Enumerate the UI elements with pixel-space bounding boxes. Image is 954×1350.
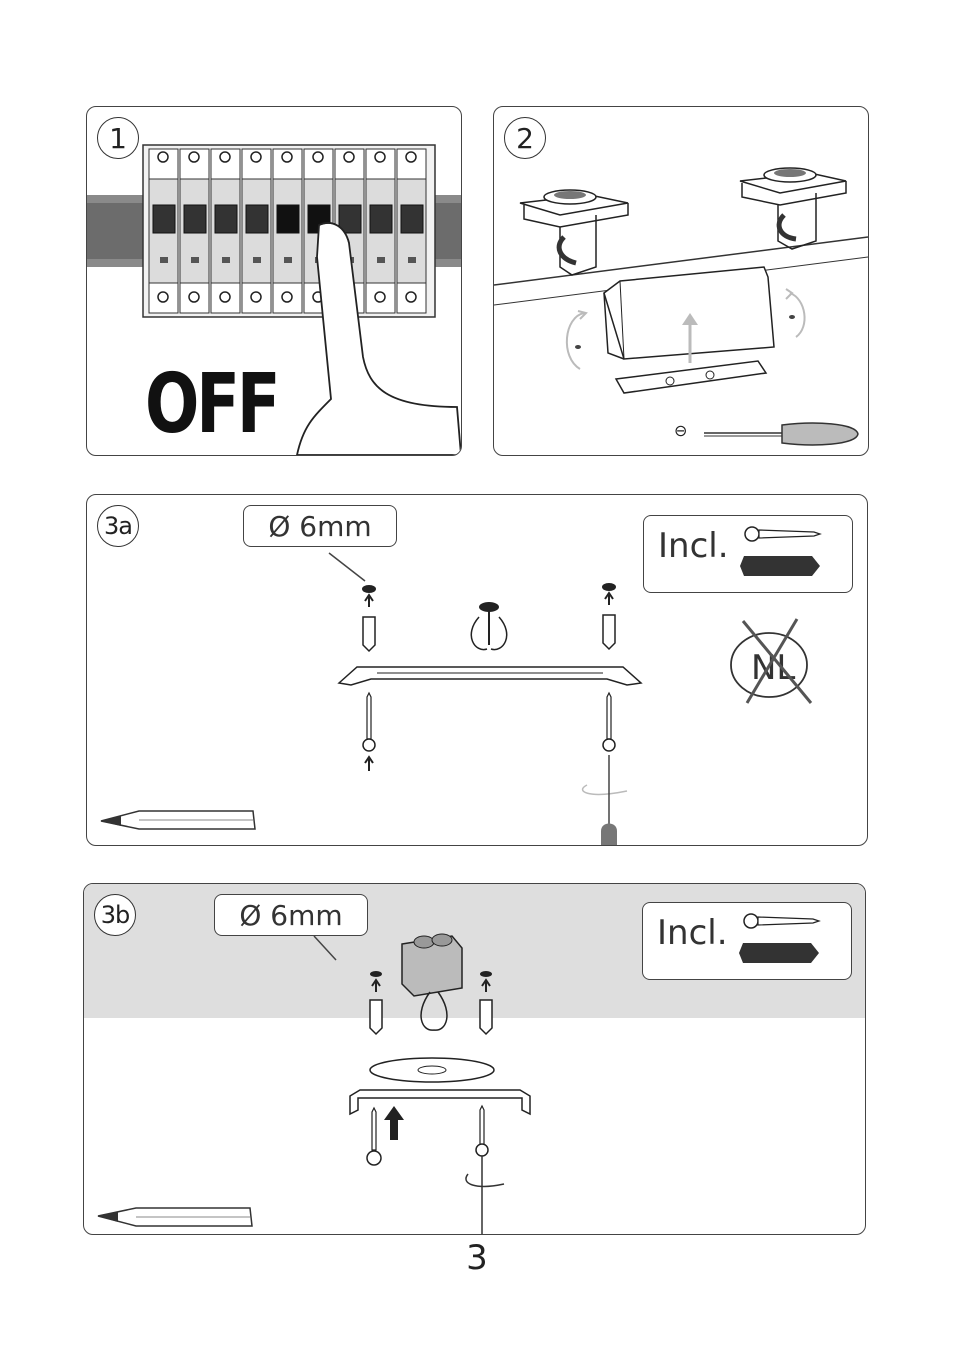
included-parts-box: Incl. xyxy=(643,515,853,593)
off-label: OFF xyxy=(145,357,277,452)
svg-text:NL: NL xyxy=(751,648,795,688)
flat-screwdriver-symbol: ⊖ xyxy=(674,421,687,440)
step-1-panel: 1 OFF xyxy=(86,106,462,456)
step-2-panel: 2 xyxy=(493,106,869,456)
screw-and-plug-icon-3b xyxy=(643,903,851,979)
step-3a-panel: 3a Ø 6mm Incl. xyxy=(86,494,868,846)
page-number: 3 xyxy=(0,1238,954,1278)
step-number-2: 2 xyxy=(504,117,546,159)
step-number-1: 1 xyxy=(97,117,139,159)
step-number-3a: 3a xyxy=(97,505,139,547)
step-3b-panel: 3b Ø 6mm Incl. xyxy=(83,883,866,1235)
drill-size-callout-3b: Ø 6mm xyxy=(214,894,368,936)
screw-and-plug-icon xyxy=(644,516,852,592)
drill-size-callout: Ø 6mm xyxy=(243,505,397,547)
step-number-3b: 3b xyxy=(94,894,136,936)
included-parts-box-3b: Incl. xyxy=(642,902,852,980)
remove-cover-illustration xyxy=(494,107,868,455)
